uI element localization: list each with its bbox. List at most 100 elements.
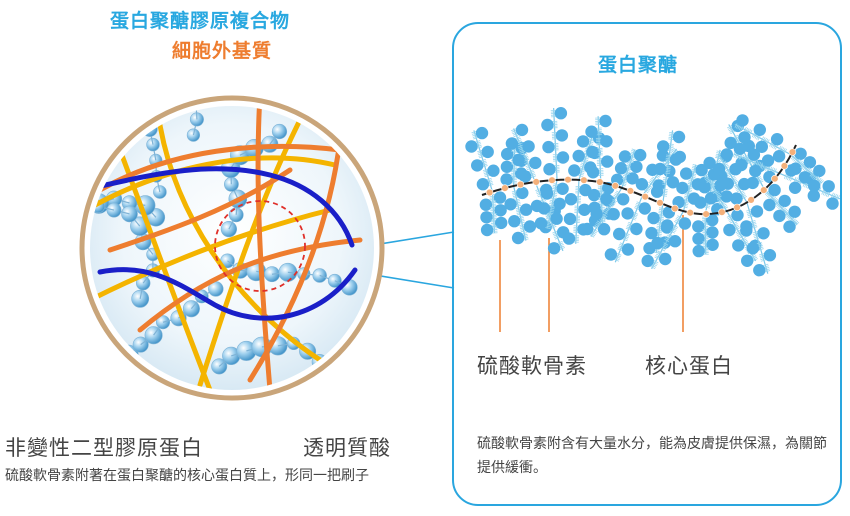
core-node [686, 209, 694, 217]
glycosaminoglycan-bead [738, 131, 751, 144]
bristle-stem [662, 130, 674, 205]
glycosaminoglycan-bead [540, 187, 554, 200]
glycosaminoglycan-bead [581, 222, 594, 236]
glycosaminoglycan-bead [706, 226, 719, 239]
glycosaminoglycan-bead [757, 227, 770, 240]
glycosaminoglycan-bead [750, 205, 764, 218]
bristle-stem [597, 116, 602, 183]
glycosaminoglycan-bead [659, 252, 672, 266]
glycosaminoglycan-bead [568, 164, 581, 177]
glycosaminoglycan-bead [698, 181, 711, 194]
glycosaminoglycan-bead [733, 142, 747, 155]
ecm-circle [34, 24, 385, 401]
bristle-stem [553, 107, 558, 180]
glycosaminoglycan-bead [692, 244, 705, 258]
glycosaminoglycan-bead [803, 156, 817, 169]
glycosaminoglycan-bead [736, 114, 749, 127]
glycosaminoglycan-bead [607, 208, 620, 221]
left-description: 硫酸軟骨素附著在蛋白聚醣的核心蛋白質上，形同一把刷子 [5, 468, 369, 484]
glycosaminoglycan-bead [505, 137, 519, 150]
glycosaminoglycan-bead [730, 192, 743, 205]
core-node [548, 176, 556, 184]
glycosaminoglycan-bead [694, 196, 707, 209]
glycosaminoglycan-bead [704, 192, 718, 205]
glycosaminoglycan-bead [475, 126, 489, 140]
glycosaminoglycan-bead [511, 231, 525, 245]
core-node [611, 182, 619, 190]
bristle-stem [513, 128, 536, 183]
collagen-bead [214, 24, 231, 41]
glycosaminoglycan-bead [668, 235, 682, 248]
glycosaminoglycan-bead [508, 215, 521, 228]
bristle-stem [614, 195, 644, 263]
glycosaminoglycan-bead [534, 217, 548, 230]
glycosaminoglycan-bead [543, 163, 556, 176]
glycosaminoglycan-bead [550, 212, 563, 225]
glycosaminoglycan-bead [604, 248, 618, 261]
label-chondroitin-sulfate: 硫酸軟骨素 [477, 354, 587, 378]
core-node [702, 210, 710, 218]
collagen-bead [271, 123, 288, 140]
collagen-fibers-yellow [90, 117, 338, 390]
glycosaminoglycan-bead [501, 147, 514, 161]
collagen-bead [182, 300, 200, 318]
glycosaminoglycan-bead [516, 186, 529, 200]
title-sub: 細胞外基質 [172, 40, 273, 62]
collagen-bead [188, 63, 204, 79]
glycosaminoglycan-bead [807, 189, 820, 202]
collagen-bead [106, 202, 122, 218]
glycosaminoglycan-bead [599, 114, 612, 128]
core-node [671, 204, 679, 213]
collagen-bead [312, 268, 327, 283]
glycosaminoglycan-bead [712, 162, 726, 176]
glycosaminoglycan-bead [586, 166, 600, 179]
core-node [656, 199, 664, 207]
glycosaminoglycan-bead [753, 264, 766, 277]
core-node [596, 178, 604, 186]
glycosaminoglycan-bead [621, 243, 635, 256]
glycosaminoglycan-bead [519, 170, 532, 183]
collagen-bead [153, 185, 167, 199]
panel-title: 蛋白聚醣 [598, 54, 679, 76]
glycosaminoglycan-bead [480, 223, 494, 237]
glycosaminoglycan-bead [597, 223, 611, 236]
pointer-lines [499, 215, 684, 332]
glycosaminoglycan-bead [618, 150, 632, 163]
hyaluronic-chains [90, 166, 358, 321]
glycosaminoglycan-bead [630, 160, 643, 173]
glycosaminoglycan-bead [500, 173, 513, 186]
glycosaminoglycan-bead [798, 171, 812, 184]
glycosaminoglycan-bead [657, 140, 670, 153]
glycosaminoglycan-bead [661, 219, 674, 232]
glycosaminoglycan-bead [826, 197, 839, 210]
collagen-bead [34, 220, 48, 234]
collagen-bead [186, 128, 200, 142]
chondroitin-bristles [465, 107, 841, 277]
glycosaminoglycan-bead [479, 198, 493, 211]
glycosaminoglycan-bead [653, 162, 667, 176]
glycosaminoglycan-bead [465, 140, 478, 153]
core-node [733, 203, 741, 212]
glycosaminoglycan-bead [613, 227, 626, 241]
glycosaminoglycan-bead [500, 160, 514, 173]
glycosaminoglycan-bead [590, 207, 603, 221]
core-node [760, 186, 768, 194]
glycosaminoglycan-bead [601, 155, 614, 168]
glycosaminoglycan-bead [630, 222, 643, 236]
glycosaminoglycan-bead [553, 197, 566, 210]
glycosaminoglycan-bead [487, 164, 500, 177]
core-node [771, 175, 779, 183]
glycosaminoglycan-bead [600, 135, 613, 148]
collagen-bead [48, 215, 66, 233]
glycosaminoglycan-bead [721, 177, 734, 190]
collagen-bead [88, 85, 105, 102]
glycosaminoglycan-bead [747, 148, 761, 161]
glycosaminoglycan-bead [638, 202, 651, 215]
glycosaminoglycan-bead [600, 192, 613, 206]
glycosaminoglycan-bead [746, 242, 759, 255]
glycosaminoglycan-bead [576, 135, 590, 148]
glycosaminoglycan-bead [586, 145, 599, 159]
glycosaminoglycan-bead [529, 156, 542, 170]
collagen-bead [220, 221, 237, 238]
